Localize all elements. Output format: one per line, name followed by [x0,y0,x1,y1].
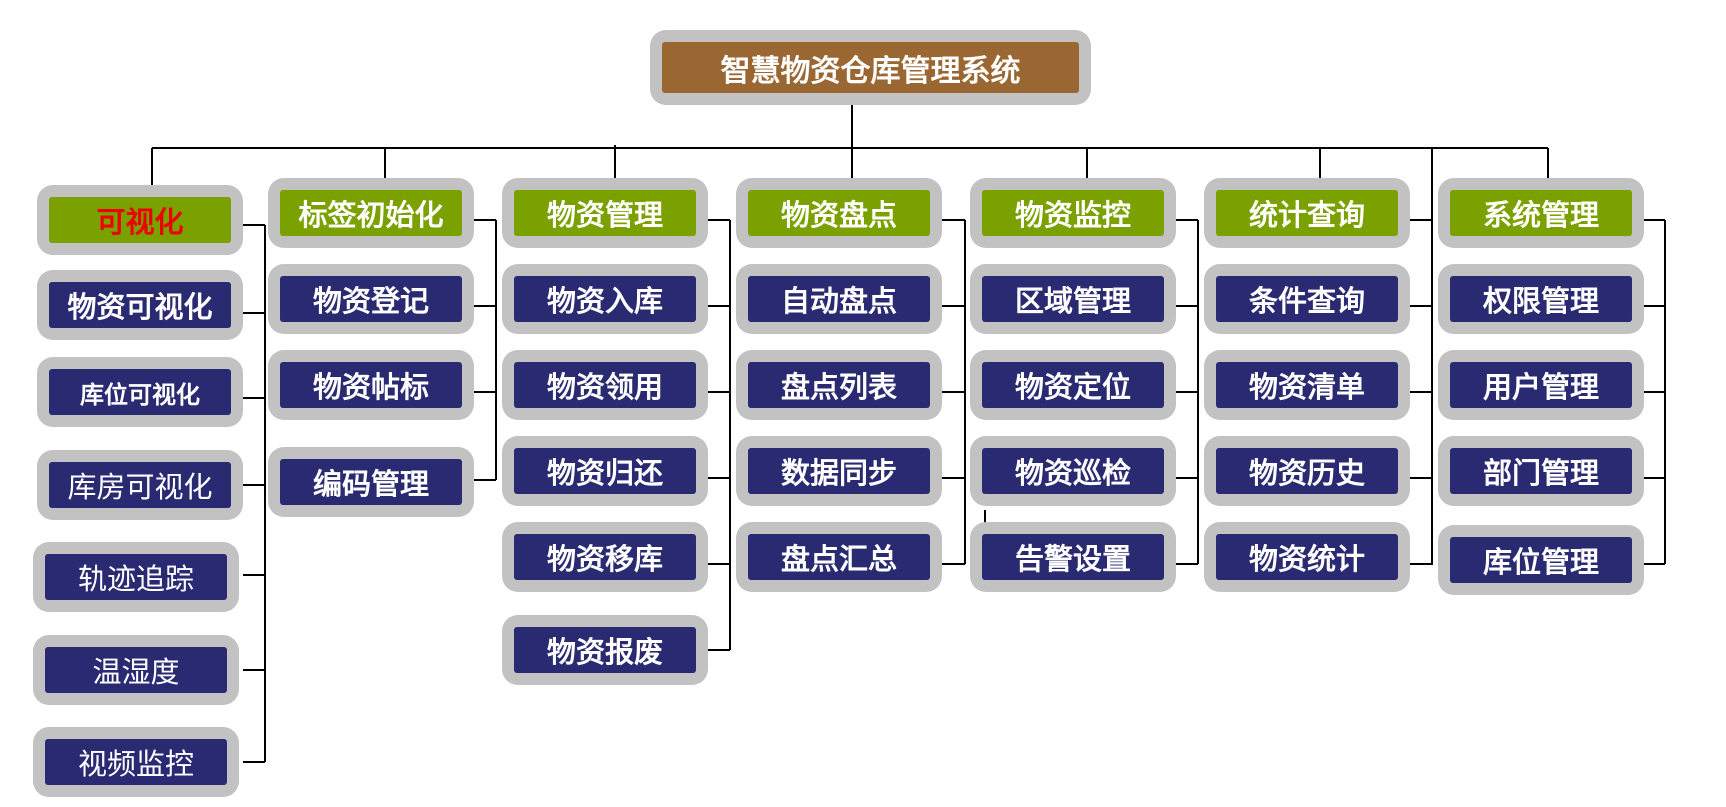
item-visual-5: 视频监控 [33,727,239,797]
item-label: 部门管理 [1450,448,1632,494]
item-system-1: 用户管理 [1438,350,1644,420]
category-visual: 可视化 [37,185,243,255]
item-material-mgmt-0: 物资入库 [502,264,708,334]
item-visual-3: 轨迹追踪 [33,542,239,612]
item-visual-0: 物资可视化 [37,270,243,340]
item-label: 数据同步 [748,448,930,494]
item-label: 告警设置 [982,534,1164,580]
item-label: 库房可视化 [49,462,231,508]
item-label: 库位可视化 [49,369,231,415]
item-label: 物资统计 [1216,534,1398,580]
item-label-init-2: 编码管理 [268,447,474,517]
item-material-mgmt-1: 物资领用 [502,350,708,420]
item-visual-4: 温湿度 [33,635,239,705]
item-label: 权限管理 [1450,276,1632,322]
category-system: 系统管理 [1438,178,1644,248]
item-label-init-0: 物资登记 [268,264,474,334]
item-monitor-2: 物资巡检 [970,436,1176,506]
item-inventory-2: 数据同步 [736,436,942,506]
item-label: 物资登记 [280,276,462,322]
category-inventory: 物资盘点 [736,178,942,248]
item-label: 物资报废 [514,627,696,673]
category-monitor-label: 物资监控 [982,190,1164,236]
item-visual-2: 库房可视化 [37,450,243,520]
item-label: 条件查询 [1216,276,1398,322]
item-inventory-0: 自动盘点 [736,264,942,334]
item-label: 自动盘点 [748,276,930,322]
item-label: 物资可视化 [49,282,231,328]
category-label-init-label: 标签初始化 [280,190,462,236]
item-label: 物资归还 [514,448,696,494]
item-material-mgmt-4: 物资报废 [502,615,708,685]
root-node: 智慧物资仓库管理系统 [650,30,1091,105]
item-system-0: 权限管理 [1438,264,1644,334]
category-material-mgmt-label: 物资管理 [514,190,696,236]
item-label: 视频监控 [45,739,227,785]
item-label: 编码管理 [280,459,462,505]
item-label: 物资领用 [514,362,696,408]
item-monitor-0: 区域管理 [970,264,1176,334]
category-visual-label: 可视化 [49,197,231,243]
item-inventory-1: 盘点列表 [736,350,942,420]
item-material-mgmt-3: 物资移库 [502,522,708,592]
item-label: 区域管理 [982,276,1164,322]
category-stats-label: 统计查询 [1216,190,1398,236]
item-label: 物资移库 [514,534,696,580]
item-label: 盘点汇总 [748,534,930,580]
item-label: 库位管理 [1450,537,1632,583]
item-stats-2: 物资历史 [1204,436,1410,506]
category-inventory-label: 物资盘点 [748,190,930,236]
item-label: 物资入库 [514,276,696,322]
item-inventory-3: 盘点汇总 [736,522,942,592]
item-monitor-3: 告警设置 [970,522,1176,592]
item-label-init-1: 物资帖标 [268,350,474,420]
item-system-3: 库位管理 [1438,525,1644,595]
item-label: 物资历史 [1216,448,1398,494]
category-label-init: 标签初始化 [268,178,474,248]
category-material-mgmt: 物资管理 [502,178,708,248]
item-stats-1: 物资清单 [1204,350,1410,420]
item-system-2: 部门管理 [1438,436,1644,506]
item-label: 用户管理 [1450,362,1632,408]
item-label: 物资清单 [1216,362,1398,408]
item-stats-0: 条件查询 [1204,264,1410,334]
item-label: 物资帖标 [280,362,462,408]
category-stats: 统计查询 [1204,178,1410,248]
item-material-mgmt-2: 物资归还 [502,436,708,506]
item-label: 温湿度 [45,647,227,693]
category-system-label: 系统管理 [1450,190,1632,236]
item-stats-3: 物资统计 [1204,522,1410,592]
item-label: 轨迹追踪 [45,554,227,600]
item-label: 物资定位 [982,362,1164,408]
item-label: 盘点列表 [748,362,930,408]
item-monitor-1: 物资定位 [970,350,1176,420]
root-label: 智慧物资仓库管理系统 [662,42,1079,93]
item-label: 物资巡检 [982,448,1164,494]
item-visual-1: 库位可视化 [37,357,243,427]
category-monitor: 物资监控 [970,178,1176,248]
